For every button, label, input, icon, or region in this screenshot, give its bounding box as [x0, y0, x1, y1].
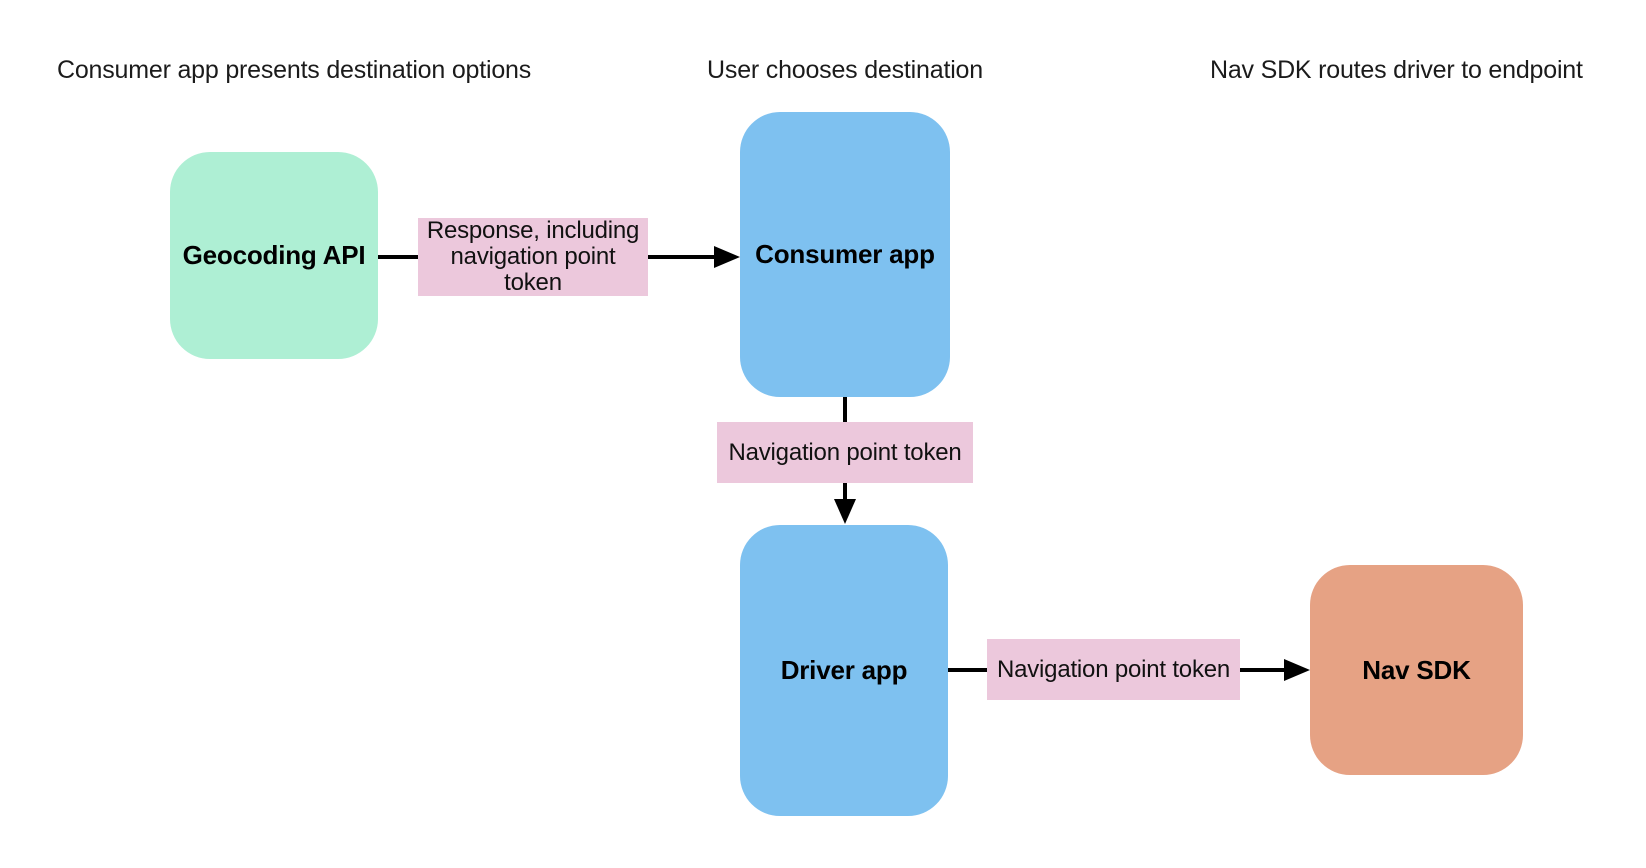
- edge-label-navigation-point-token-2: Navigation point token: [987, 639, 1240, 700]
- node-geocoding-api: Geocoding API: [170, 152, 378, 359]
- edge-label-navigation-point-token-1-text: Navigation point token: [728, 438, 962, 466]
- arrowhead-to-consumer: [714, 246, 740, 268]
- column-header-user-chooses: User chooses destination: [707, 56, 983, 84]
- node-consumer-app-label: Consumer app: [755, 239, 935, 269]
- node-driver-app-label: Driver app: [780, 655, 908, 685]
- edge-label-response-including-token: Response, including navigation point tok…: [418, 218, 648, 296]
- arrowhead-to-driver: [834, 499, 856, 524]
- edge-label-response-text: Response, including navigation point tok…: [426, 217, 640, 296]
- node-nav-sdk: Nav SDK: [1310, 565, 1523, 775]
- edge-label-navigation-point-token-2-text: Navigation point token: [996, 655, 1231, 683]
- column-header-navsdk-routes: Nav SDK routes driver to endpoint: [1210, 56, 1583, 84]
- node-geocoding-api-label: Geocoding API: [182, 240, 366, 270]
- node-driver-app: Driver app: [740, 525, 948, 816]
- arrowhead-to-navsdk: [1284, 659, 1310, 681]
- node-nav-sdk-label: Nav SDK: [1362, 654, 1471, 685]
- node-consumer-app: Consumer app: [740, 112, 950, 397]
- column-header-consumer-presents: Consumer app presents destination option…: [57, 56, 532, 84]
- edge-label-navigation-point-token-1: Navigation point token: [717, 422, 973, 483]
